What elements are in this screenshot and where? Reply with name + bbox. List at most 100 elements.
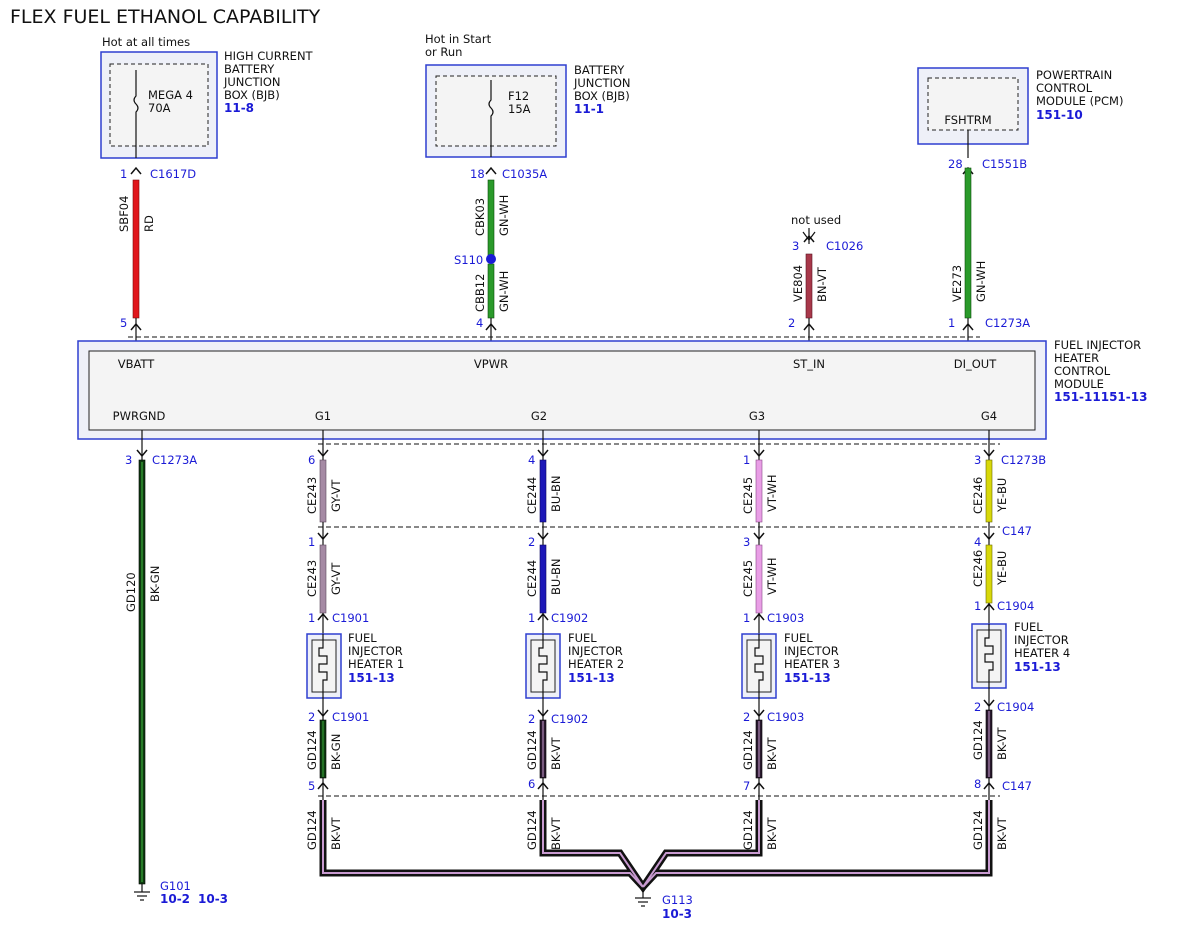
bjb-ref-link[interactable]: 11-1 xyxy=(574,102,604,116)
heater-4-ref-link[interactable]: 151-13 xyxy=(1014,660,1061,674)
c147-pin-5: 5 xyxy=(308,779,315,793)
wire-gd124-5-color: BK-VT xyxy=(329,816,343,850)
mega4-fuse-icon xyxy=(133,70,139,158)
wire-gd124-4-color: BK-VT xyxy=(995,726,1009,760)
connector-chevrons-top xyxy=(130,166,974,243)
fuel-injector-heater-4 xyxy=(971,623,1007,689)
wire-labels-gd124-lower: GD124 BK-VT GD124 BK-VT GD124 BK-VT GD12… xyxy=(305,810,1009,850)
wire-ve273-circuit: VE273 xyxy=(950,265,964,302)
c1273b-connector[interactable]: C1273B xyxy=(1001,453,1046,467)
wire-ce244-upper xyxy=(539,459,547,523)
c1903-connector-bottom[interactable]: C1903 xyxy=(767,710,804,724)
heater-3-label-1: FUEL xyxy=(784,631,813,645)
wire-ce243-upper xyxy=(319,459,327,523)
c1273a-top-connector[interactable]: C1273A xyxy=(985,316,1030,330)
bjb-label-1: BATTERY xyxy=(574,63,625,77)
module-label-3: CONTROL xyxy=(1054,364,1111,378)
c1035a-pin: 18 xyxy=(470,167,485,181)
pin-st-in: ST_IN xyxy=(793,357,825,371)
heater-1-ref-link[interactable]: 151-13 xyxy=(348,671,395,685)
wire-ce245-lower xyxy=(755,544,763,614)
wire-gd124-6-circuit: GD124 xyxy=(525,810,539,850)
c1617d-connector[interactable]: C1617D xyxy=(150,167,196,181)
heater-3-label-2: INJECTOR xyxy=(784,644,839,658)
wire-gd124-8-circuit: GD124 xyxy=(971,810,985,850)
pin-pwrgnd: PWRGND xyxy=(113,409,166,423)
pcm-ref-link[interactable]: 151-10 xyxy=(1036,108,1083,122)
heater-3-ref-link[interactable]: 151-13 xyxy=(784,671,831,685)
wire-ce245-lower-circuit: CE245 xyxy=(741,560,755,597)
c1904-connector-top[interactable]: C1904 xyxy=(997,599,1034,613)
wire-cbb12-circuit: CBB12 xyxy=(473,274,487,312)
c1904-connector-bottom[interactable]: C1904 xyxy=(997,700,1034,714)
wire-gd124-3-color: BK-VT xyxy=(765,736,779,770)
wire-gd124-7-color: BK-VT xyxy=(765,816,779,850)
c1901-connector-bottom[interactable]: C1901 xyxy=(332,710,369,724)
pin-vpwr: VPWR xyxy=(474,357,508,371)
heater-2-element-icon xyxy=(538,634,548,698)
pin-di-out: DI_OUT xyxy=(954,357,997,371)
heater-4-element-icon xyxy=(984,624,994,688)
c1273a-gnd-connector[interactable]: C1273A xyxy=(152,453,197,467)
c1901-connector-top[interactable]: C1901 xyxy=(332,611,369,625)
wire-cbk03-color: GN-WH xyxy=(497,195,511,236)
pcm-label-3: MODULE (PCM) xyxy=(1036,94,1123,108)
g113-ref-link[interactable]: 10-3 xyxy=(662,907,692,921)
module-label-4: MODULE xyxy=(1054,377,1104,391)
high-current-bjb-label-2: BATTERY xyxy=(224,62,275,76)
c1902-connector-top[interactable]: C1902 xyxy=(551,611,588,625)
wire-sbf04-color: RD xyxy=(142,215,156,232)
wire-gd120-circuit: GD120 xyxy=(124,572,138,612)
pin-g4: G4 xyxy=(981,409,997,423)
bjb-label-2: JUNCTION xyxy=(573,76,631,90)
fuel-injector-heater-3 xyxy=(741,633,777,699)
heater-bottom-chevrons xyxy=(317,699,995,718)
wire-gd124-ground-harness xyxy=(319,800,993,894)
wire-ce245-lower-color: VT-WH xyxy=(765,557,779,595)
c1904-pin-1: 1 xyxy=(974,599,981,613)
wire-sbf04-circuit: SBF04 xyxy=(117,196,131,232)
heater-3-label-3: HEATER 3 xyxy=(784,657,840,671)
c1273a-top-chevrons xyxy=(130,322,974,331)
c147-top-chevrons xyxy=(317,532,995,541)
c1273b-pin-g2: 4 xyxy=(528,453,535,467)
wire-labels-gd124-upper: GD124 BK-GN GD124 BK-VT GD124 BK-VT GD12… xyxy=(305,720,1009,770)
module-bottom-chevrons xyxy=(136,449,995,458)
wire-ce244-lower-circuit: CE244 xyxy=(525,560,539,597)
module-ref-link[interactable]: 151-11151-13 xyxy=(1054,390,1147,404)
pcm-label-2: CONTROL xyxy=(1036,81,1093,95)
wire-ce243-lower-color: GY-VT xyxy=(329,562,343,595)
c1273b-pin-g4: 3 xyxy=(974,453,981,467)
c147-top-connector[interactable]: C147 xyxy=(1002,524,1032,538)
c147-pin-7: 7 xyxy=(743,779,750,793)
c1273a-pin-di-out: 1 xyxy=(948,316,955,330)
g101-ref-1[interactable]: 10-2 xyxy=(160,892,190,906)
g101-ref-2[interactable]: 10-3 xyxy=(198,892,228,906)
not-used-note: not used xyxy=(791,213,841,227)
wire-ve804 xyxy=(805,253,813,319)
c1551b-pin: 28 xyxy=(948,157,963,171)
wire-ce244-upper-circuit: CE244 xyxy=(525,477,539,514)
c147-bottom-connector[interactable]: C147 xyxy=(1002,779,1032,793)
high-current-bjb-label-4: BOX (BJB) xyxy=(224,88,280,102)
wire-labels-upper: CE243 GY-VT CE244 BU-BN CE245 VT-WH CE24… xyxy=(305,474,1009,514)
c1026-connector[interactable]: C1026 xyxy=(826,239,863,253)
high-current-bjb-label-1: HIGH CURRENT xyxy=(224,49,314,63)
c1902-pin-2: 2 xyxy=(528,712,535,726)
c1551b-connector[interactable]: C1551B xyxy=(982,157,1027,171)
c1035a-connector[interactable]: C1035A xyxy=(502,167,547,181)
mega4-fuse-name: MEGA 4 xyxy=(148,88,193,102)
c1902-connector-bottom[interactable]: C1902 xyxy=(551,712,588,726)
c1903-connector-top[interactable]: C1903 xyxy=(767,611,804,625)
wire-sbf04 xyxy=(132,179,140,319)
wire-ce246-upper-color: YE-BU xyxy=(995,478,1009,513)
high-current-bjb-inner xyxy=(109,63,209,147)
high-current-bjb-ref-link[interactable]: 11-8 xyxy=(224,101,254,115)
c1026-pin: 3 xyxy=(792,239,799,253)
heater-2-ref-link[interactable]: 151-13 xyxy=(568,671,615,685)
wire-ce244-lower xyxy=(539,544,547,614)
wire-gd124-6-color: BK-VT xyxy=(549,816,563,850)
wire-ce243-lower xyxy=(319,544,327,614)
c147-pin-8: 8 xyxy=(974,777,981,791)
wire-ce246-upper xyxy=(985,459,993,523)
